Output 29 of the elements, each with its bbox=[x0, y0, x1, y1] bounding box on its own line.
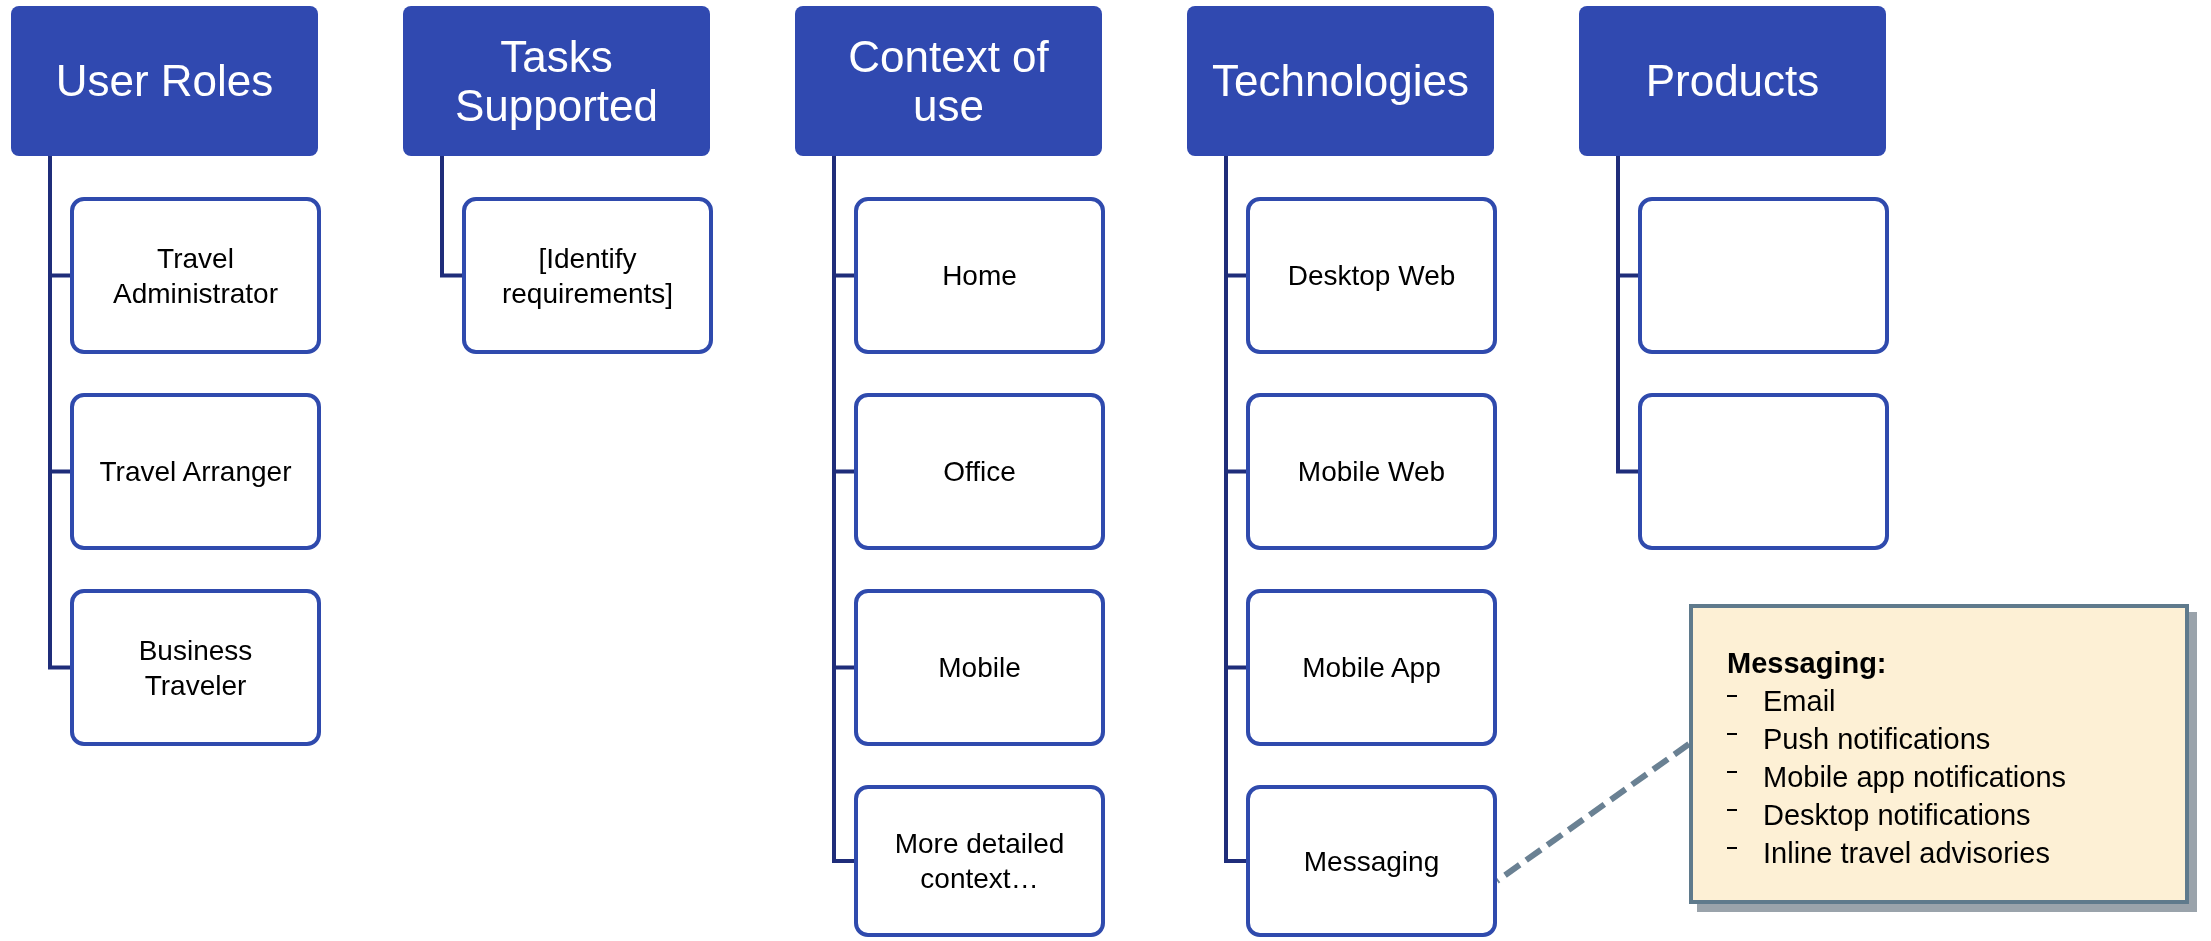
item-box: Messaging bbox=[1246, 785, 1497, 937]
category-header: Products bbox=[1579, 6, 1886, 156]
item-box: More detailed context… bbox=[854, 785, 1105, 937]
list-item: Email bbox=[1763, 684, 1836, 719]
callout-heading: Messaging: bbox=[1727, 646, 1887, 681]
item-box: Mobile bbox=[854, 589, 1105, 746]
connector-line bbox=[1616, 156, 1638, 474]
item-box: Desktop Web bbox=[1246, 197, 1497, 354]
box-shape bbox=[1638, 393, 1889, 550]
connector-line bbox=[440, 156, 462, 278]
category-header: Tasks Supported bbox=[403, 6, 710, 156]
list-item: Mobile app notifications bbox=[1763, 760, 2067, 795]
category-header: User Roles bbox=[11, 6, 318, 156]
list-item: Inline travel advisories bbox=[1763, 836, 2050, 871]
item-box: Mobile App bbox=[1246, 589, 1497, 746]
list-item: Desktop notifications bbox=[1763, 798, 2031, 833]
connector-line bbox=[48, 156, 70, 670]
item-box: [Identify requirements] bbox=[462, 197, 713, 354]
item-box: Office bbox=[854, 393, 1105, 550]
item-box: Travel Administrator bbox=[70, 197, 321, 354]
category-header: Context of use bbox=[795, 6, 1102, 156]
item-box: Travel Arranger bbox=[70, 393, 321, 550]
category-header: Technologies bbox=[1187, 6, 1494, 156]
item-box: Business Traveler bbox=[70, 589, 321, 746]
leader-line bbox=[1495, 741, 1691, 884]
list-item: Push notifications bbox=[1763, 722, 1991, 757]
item-box: Mobile Web bbox=[1246, 393, 1497, 550]
item-box: Home bbox=[854, 197, 1105, 354]
box-shape bbox=[1638, 197, 1889, 354]
